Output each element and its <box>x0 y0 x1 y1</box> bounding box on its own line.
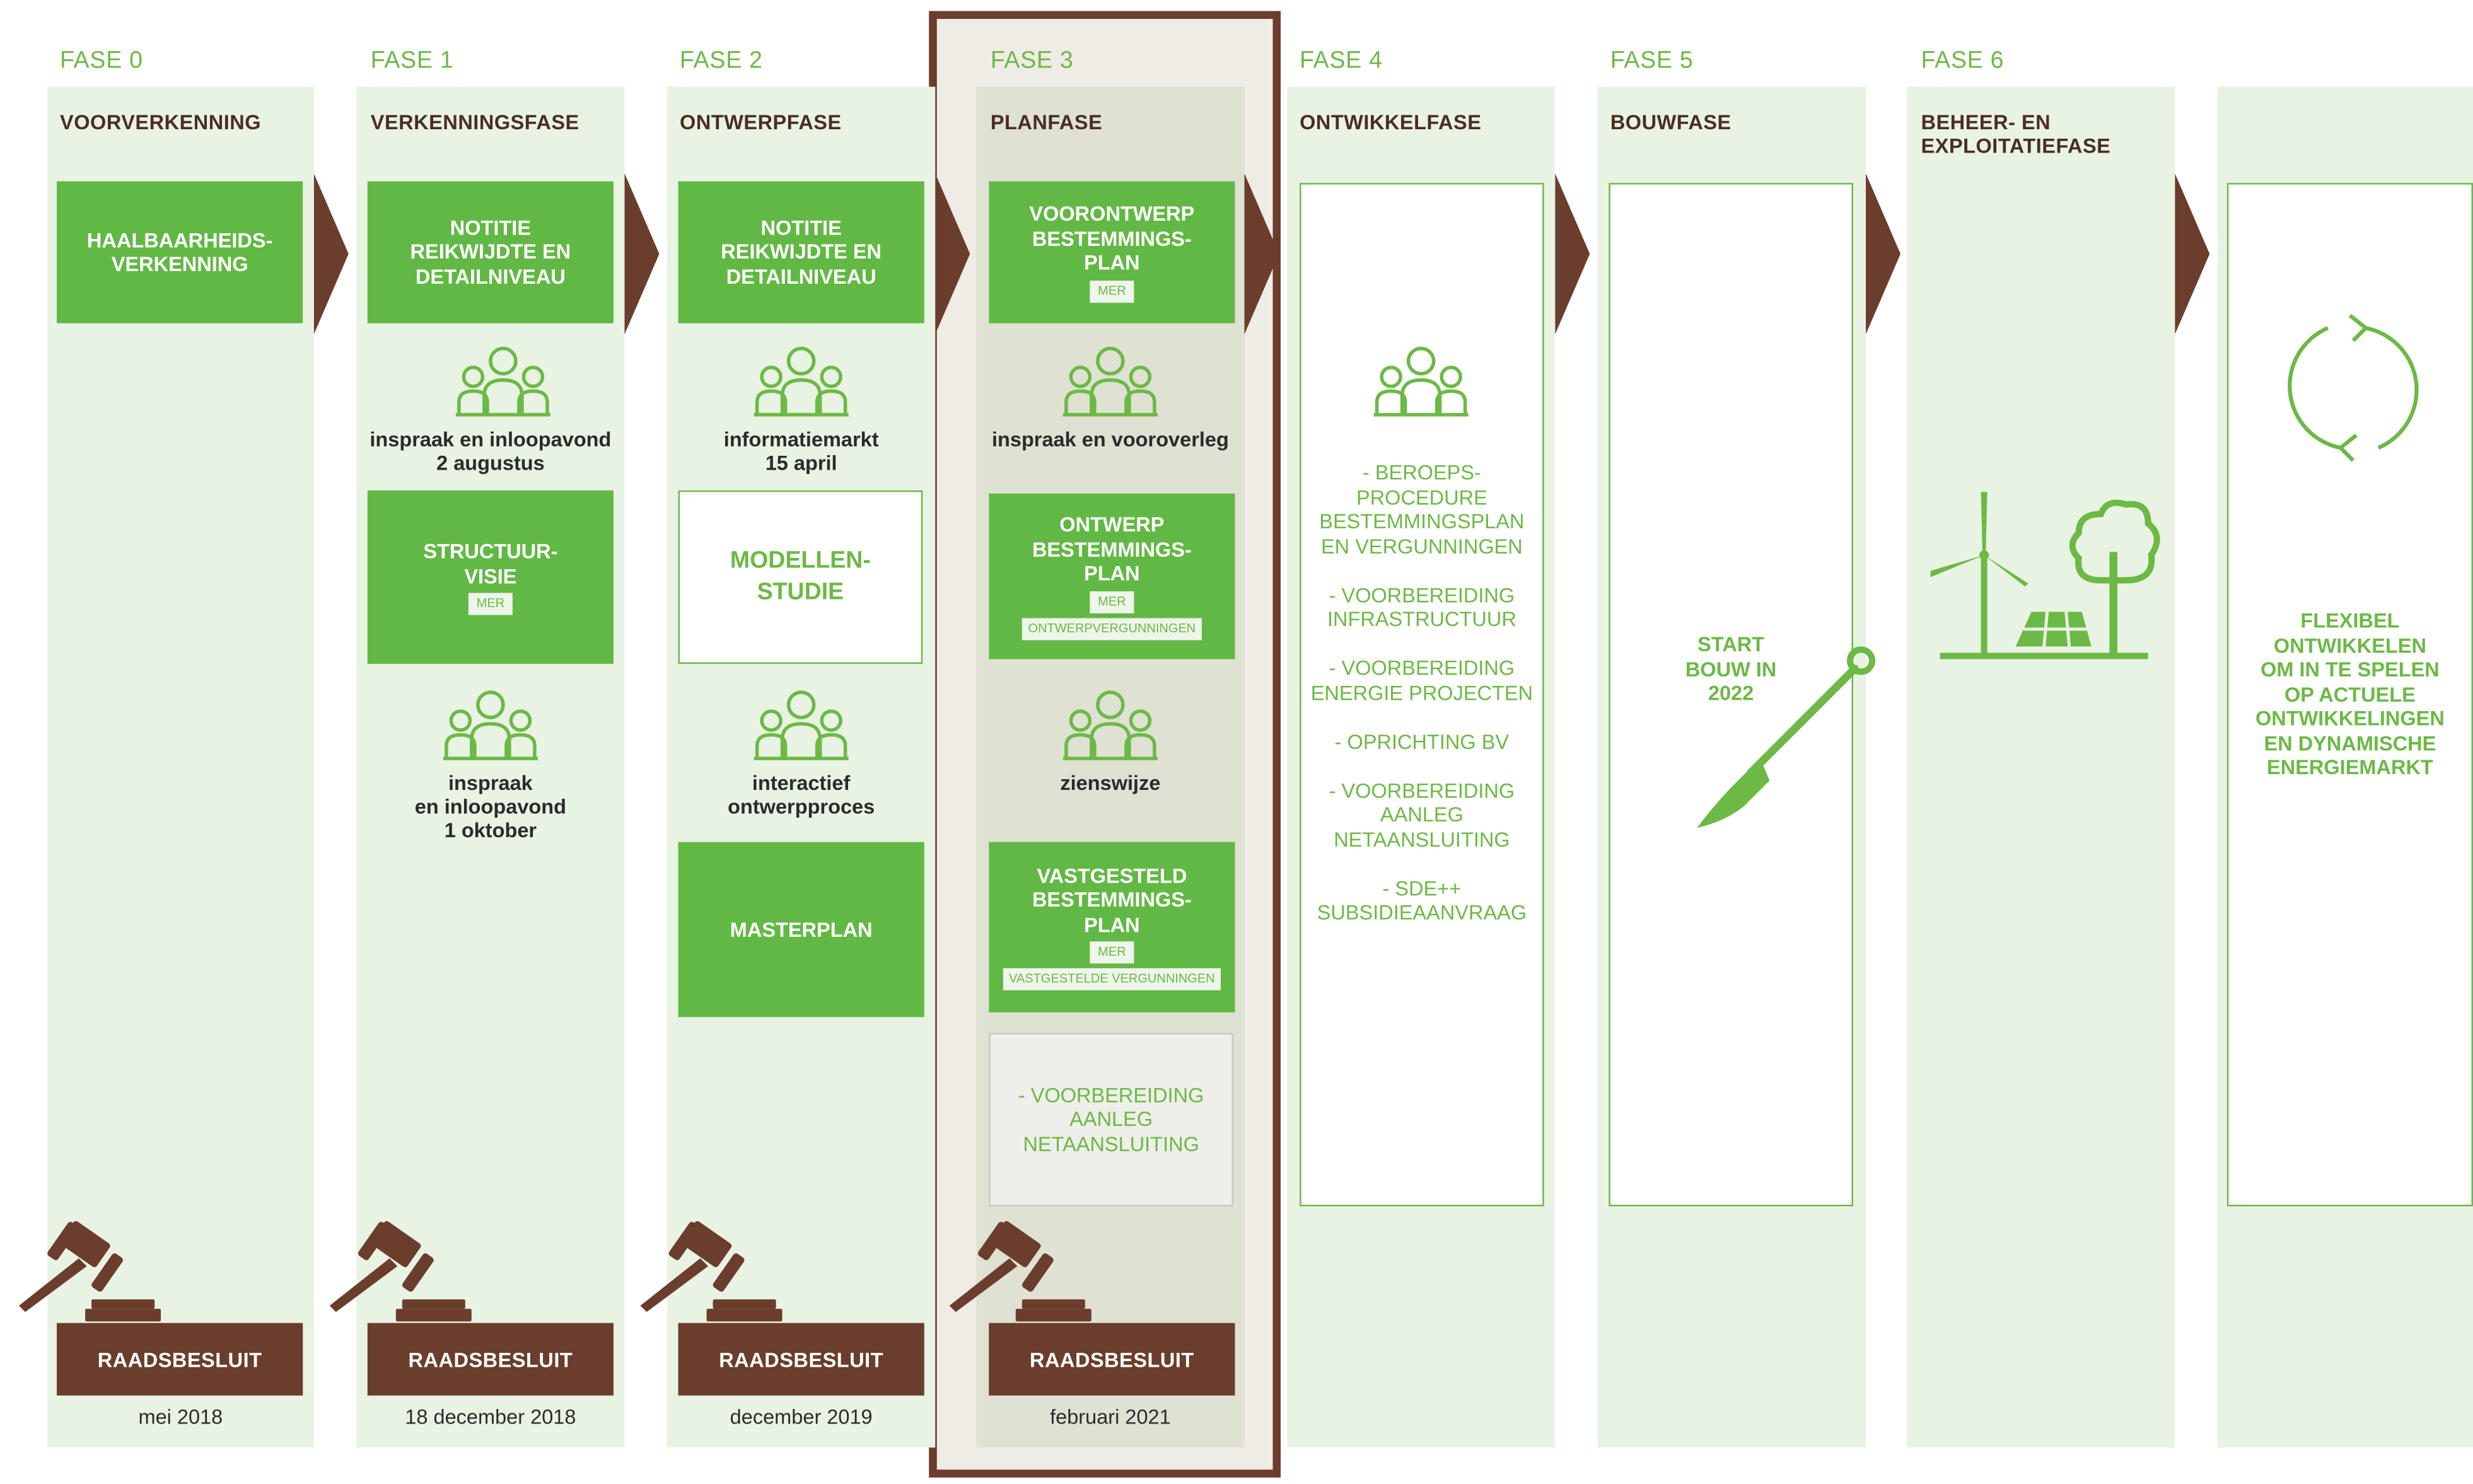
raadsbesluit-block: RAADSBESLUIT <box>367 1323 614 1396</box>
chevron-arrow-icon <box>935 173 970 335</box>
mer-badge: MER <box>468 593 513 615</box>
ontwikkel-panel <box>1300 183 1544 1207</box>
chevron-arrow-icon <box>2175 173 2210 335</box>
chevron-arrow-icon <box>313 173 349 335</box>
phase-title: BOUWFASE <box>1610 110 1731 134</box>
start-bouw-text: START BOUW IN 2022 <box>1685 632 1777 705</box>
sub-badge: VASTGESTELDE VERGUNNINGEN <box>1003 968 1221 991</box>
mer-badge: MER <box>1090 591 1134 613</box>
step-caption: informatiemarkt 15 april <box>723 427 879 475</box>
people-group-icon <box>752 342 850 418</box>
gavel-icon <box>19 1219 161 1322</box>
people-group-icon <box>752 686 850 762</box>
chevron-arrow-icon <box>1244 173 1279 335</box>
fase-label: FASE 6 <box>1921 47 2005 74</box>
step-box-notitie: NOTITIE REIKWIJDTE EN DETAILNIVEAU <box>367 181 614 323</box>
gavel-icon <box>949 1219 1091 1322</box>
fase-label: FASE 1 <box>370 47 454 74</box>
step-box-vastgesteld: VASTGESTELD BESTEMMINGS- PLAN MER VASTGE… <box>989 842 1235 1012</box>
ontwikkel-list: - BEROEPS- PROCEDURE BESTEMMINGSPLAN EN … <box>1300 460 1544 949</box>
decision-date: 18 december 2018 <box>405 1405 576 1429</box>
people-group-icon <box>441 686 539 762</box>
column-fase-6 <box>1907 86 2175 1448</box>
step-box-voorontwerp: VOORONTWERP BESTEMMINGS- PLAN MER <box>989 181 1235 323</box>
phase-title: VOORVERKENNING <box>60 110 262 134</box>
decision-date: mei 2018 <box>138 1405 223 1429</box>
bouw-panel <box>1609 183 1854 1207</box>
people-group-icon <box>1061 342 1159 418</box>
chevron-arrow-icon <box>624 173 660 335</box>
decision-date: februari 2021 <box>1050 1405 1171 1429</box>
step-box-voorbereiding: - VOORBEREIDING AANLEG NETAANSLUITING <box>989 1033 1234 1207</box>
phase-title: ONTWERPFASE <box>680 110 842 134</box>
step-box-masterplan: MASTERPLAN <box>678 842 924 1017</box>
gavel-icon <box>329 1219 472 1322</box>
phase-title: BEHEER- EN EXPLOITATIEFASE <box>1921 110 2111 158</box>
step-box-modellenstudie: MODELLEN- STUDIE <box>678 490 923 664</box>
step-box-ontwerp: ONTWERP BESTEMMINGS- PLAN MER ONTWERPVER… <box>989 493 1235 659</box>
phase-title: ONTWIKKELFASE <box>1300 110 1482 134</box>
tree-icon <box>2069 499 2160 656</box>
mer-badge: MER <box>1090 280 1134 303</box>
chevron-arrow-icon <box>1555 173 1590 335</box>
solar-panel-icon <box>2015 612 2092 647</box>
flexibel-panel <box>2226 183 2473 1207</box>
list-item: - BEROEPS- PROCEDURE BESTEMMINGSPLAN EN … <box>1319 460 1525 558</box>
decision-date: december 2019 <box>730 1405 873 1429</box>
flexibel-text: FLEXIBEL ONTWIKKELEN OM IN TE SPELEN OP … <box>2255 608 2445 779</box>
chevron-arrow-icon <box>1866 173 1901 335</box>
step-caption: inspraak en inloopavond 2 augustus <box>369 427 612 475</box>
fase-label: FASE 3 <box>990 47 1074 74</box>
people-group-icon <box>1372 342 1470 418</box>
fase-label: FASE 0 <box>60 47 143 74</box>
raadsbesluit-block: RAADSBESLUIT <box>678 1323 924 1396</box>
raadsbesluit-block: RAADSBESLUIT <box>989 1323 1235 1396</box>
list-item: - VOORBEREIDING AANLEG NETAANSLUITING <box>1329 778 1515 851</box>
step-box-haalbaarheidsverkenning: HAALBAARHEIDS- VERKENNING <box>57 181 303 323</box>
mer-badge: MER <box>1090 941 1134 964</box>
fase-label: FASE 4 <box>1300 47 1383 74</box>
fase-label: FASE 5 <box>1610 47 1694 74</box>
step-caption: inspraak en inloopavond 1 oktober <box>414 771 567 842</box>
list-item: - VOORBEREIDING INFRASTRUCTUUR <box>1327 583 1516 631</box>
phase-title: VERKENNINGSFASE <box>370 110 579 134</box>
step-caption: interactief ontwerpproces <box>728 771 875 819</box>
phase-title: PLANFASE <box>990 110 1103 134</box>
cycle-arrows-icon <box>2288 313 2419 462</box>
step-caption: zienswijze <box>1060 771 1161 795</box>
list-item: - OPRICHTING BV <box>1334 729 1510 753</box>
list-item: - SDE++ SUBSIDIEAANVRAAG <box>1317 876 1527 924</box>
step-box-structuurvisie: STRUCTUUR- VISIE MER <box>367 490 614 664</box>
shovel-icon <box>1697 646 1876 828</box>
list-item: - VOORBEREIDING ENERGIE PROJECTEN <box>1310 656 1533 704</box>
people-group-icon <box>1061 686 1159 762</box>
sub-badge: ONTWERPVERGUNNINGEN <box>1021 617 1202 640</box>
fase-label: FASE 2 <box>680 47 763 74</box>
people-group-icon <box>454 342 552 418</box>
raadsbesluit-block: RAADSBESLUIT <box>57 1323 303 1396</box>
step-box-notitie: NOTITIE REIKWIJDTE EN DETAILNIVEAU <box>678 181 924 323</box>
wind-turbine-icon <box>1930 492 2160 659</box>
gavel-icon <box>640 1219 783 1322</box>
step-caption: inspraak en vooroverleg <box>991 427 1229 451</box>
